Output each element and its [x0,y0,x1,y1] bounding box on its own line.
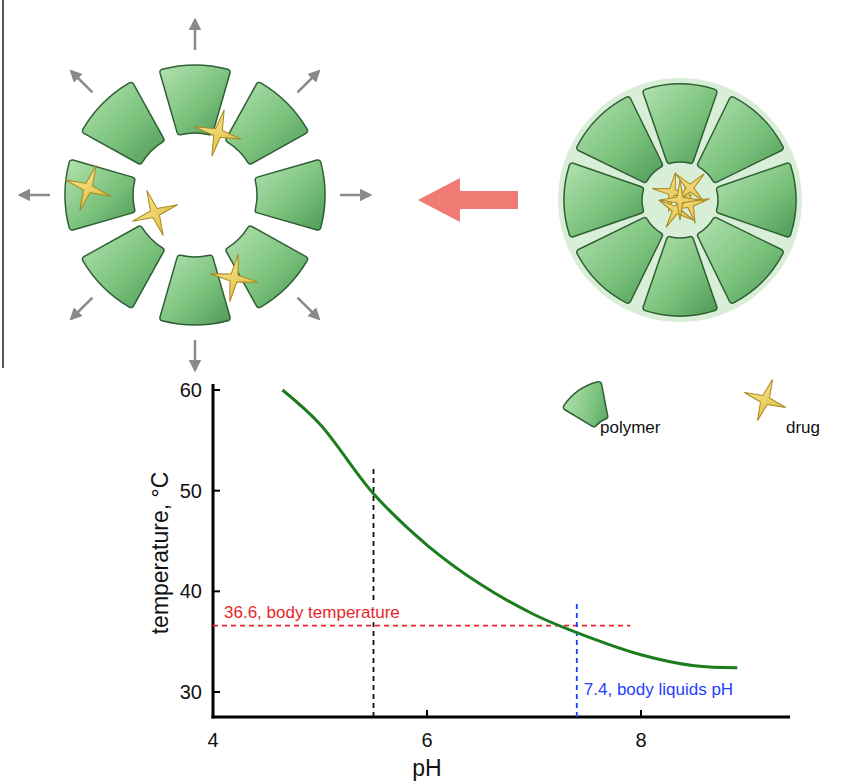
polymer-wedge [82,82,163,163]
polymer-wedge [82,226,163,307]
polymer-wedge [255,160,325,230]
polymer-wedge [577,97,663,183]
polymer-wedge [65,160,135,230]
polymer-wedge [226,82,307,163]
x-tick [212,710,214,717]
drug-star [124,182,186,244]
axis-title: pH [412,755,441,781]
x-tick [426,710,428,717]
tick-label: 4 [207,729,218,752]
expansion-arrow [194,340,197,370]
expansion-arrow [298,71,319,92]
drug-star [662,160,719,217]
expansion-arrow [20,194,50,197]
reference-label: 7.4, body liquids pH [582,680,735,700]
tick-label: 60 [180,379,202,402]
legend-label: drug [786,418,820,438]
x-axis [212,716,791,719]
tick-label: 40 [180,580,202,603]
drug-sample [737,372,793,428]
y-tick [213,389,220,391]
micelle-shell [558,78,802,322]
closed-micelle [558,78,802,322]
expansion-arrow [194,20,197,50]
expansion-arrow [71,71,92,92]
transition-arrow [418,178,518,222]
axis-title: temperature, °C [147,472,173,635]
expansion-arrow [298,298,319,319]
expansion-arrow [71,298,92,319]
y-tick [213,490,220,492]
reference-label: 36.6, body temperature [222,603,402,623]
y-tick [213,691,220,693]
body-ph-line [576,603,578,717]
open-micelle [20,20,370,370]
drug-star [206,250,262,306]
tick-label: 30 [180,681,202,704]
phase-chart [212,384,791,719]
drug-star [660,180,700,220]
drug-star [57,157,119,219]
ph-guide [373,468,375,717]
drug-star [189,104,248,163]
polymer-wedge [160,255,230,325]
body-temperature-line [213,625,630,627]
x-tick [640,710,642,717]
legend-samples [560,372,793,436]
tick-label: 8 [635,729,646,752]
tick-label: 50 [180,479,202,502]
frame-line [2,0,4,368]
legend-label: polymer [600,418,660,438]
tick-label: 6 [421,729,432,752]
y-axis [212,384,215,719]
transition-curve [283,390,738,668]
expansion-arrow [340,194,370,197]
y-tick [213,590,220,592]
